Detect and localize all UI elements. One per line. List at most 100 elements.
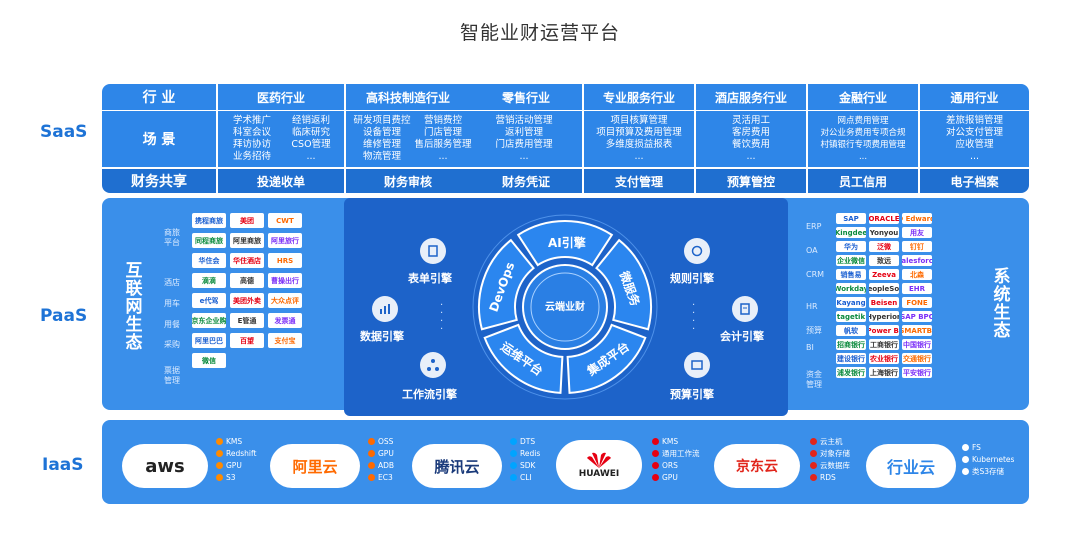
internet-logo: e代驾 xyxy=(192,293,226,308)
finance-budget[interactable]: 预算管控 xyxy=(696,169,806,193)
industry-cloud-services: FS Kubernetes 类S3存储 xyxy=(962,442,1014,478)
system-logo: EHR xyxy=(902,283,932,294)
industry-row-label: 行 业 xyxy=(102,84,216,110)
internet-logo: 美团外卖 xyxy=(230,293,264,308)
system-logo: 帆软 xyxy=(836,325,866,336)
system-logo: Power BI xyxy=(869,325,899,336)
internet-logo: 百望 xyxy=(230,333,264,348)
category-meal: 用餐 xyxy=(164,320,180,329)
internet-ecosystem-title: 互联网生态 xyxy=(125,261,143,353)
scene-professional: 项目核算管理 项目预算及费用管理 多维度损益报表 ... xyxy=(584,111,694,167)
form-engine-label[interactable]: 表单引擎 xyxy=(408,272,452,285)
accounting-engine-label[interactable]: 会计引擎 xyxy=(720,330,764,343)
industry-hightech[interactable]: 高科技制造行业 xyxy=(346,84,470,110)
category-car: 用车 xyxy=(164,299,180,308)
internet-logo: 美团 xyxy=(230,213,264,228)
tencent-cloud-logo[interactable]: 腾讯云 xyxy=(412,444,502,488)
internet-logo: 携程商旅 xyxy=(192,213,226,228)
internet-logo: 发票通 xyxy=(268,313,302,328)
category-treasury: 资金管理 xyxy=(806,370,822,389)
category-bi: BI xyxy=(806,343,814,352)
ring-segment xyxy=(566,323,647,394)
system-logo: 农业银行 xyxy=(869,353,899,364)
accounting-engine-icon xyxy=(732,296,758,322)
internet-logo: HRS xyxy=(268,253,302,268)
data-engine-label[interactable]: 数据引擎 xyxy=(360,330,404,343)
scene-finance: 网点费用管理 对公业务费用专项合规 村镇银行专项费用管理 ... xyxy=(808,111,918,167)
system-logo: 工商银行 xyxy=(869,339,899,350)
ring-segment xyxy=(478,238,535,331)
industry-pharma[interactable]: 医药行业 xyxy=(218,84,344,110)
system-logo: 销售易 xyxy=(836,269,866,280)
aws-logo[interactable]: aws xyxy=(122,444,208,488)
internet-logo: 阿里商旅 xyxy=(230,233,264,248)
system-logo: 用友 xyxy=(902,227,932,238)
internet-logo: 微信 xyxy=(192,353,226,368)
workflow-engine-label[interactable]: 工作流引擎 xyxy=(402,388,457,401)
category-crm: CRM xyxy=(806,270,825,279)
paas-layer-label: PaaS xyxy=(40,306,88,326)
finance-audit[interactable]: 财务审核 xyxy=(346,169,470,193)
system-logo: Kingdee xyxy=(836,227,866,238)
system-logo: SAP BPC xyxy=(902,311,932,322)
industry-professional[interactable]: 专业服务行业 xyxy=(584,84,694,110)
finance-credit[interactable]: 员工信用 xyxy=(808,169,918,193)
finance-archive[interactable]: 电子档案 xyxy=(920,169,1029,193)
system-logo: SMARTBI xyxy=(902,325,932,336)
internet-logo: 滴滴 xyxy=(192,273,226,288)
system-logo: 泛微 xyxy=(869,241,899,252)
industry-general[interactable]: 通用行业 xyxy=(920,84,1029,110)
huawei-logo[interactable]: HUAWEI xyxy=(556,440,642,490)
jd-cloud-logo[interactable]: 京东云 xyxy=(714,444,800,488)
scene-pharma: 学术推广 科室会议 拜访协访 业务招待 经销返利 临床研究 CSO管理 ... xyxy=(218,111,344,167)
form-engine-icon xyxy=(420,238,446,264)
ring-segment xyxy=(595,238,652,331)
rule-engine-icon xyxy=(684,238,710,264)
system-logo: SAP xyxy=(836,213,866,224)
saas-layer-label: SaaS xyxy=(40,122,88,142)
huawei-services: KMS 通用工作流 ORS GPU xyxy=(652,436,700,484)
aliyun-logo[interactable]: 阿里云 xyxy=(270,444,360,488)
finance-voucher[interactable]: 财务凭证 xyxy=(470,169,582,193)
workflow-engine-icon xyxy=(420,352,446,378)
budget-engine-icon xyxy=(684,352,710,378)
system-logo: 招商银行 xyxy=(836,339,866,350)
internet-logo: 阿里巴巴 xyxy=(192,333,226,348)
scene-row-label: 场 景 xyxy=(102,111,216,167)
category-erp: ERP xyxy=(806,222,822,231)
category-purchase: 采购 xyxy=(164,340,180,349)
budget-engine-label[interactable]: 预算引擎 xyxy=(670,388,714,401)
rule-engine-label[interactable]: 规则引擎 xyxy=(670,272,714,285)
finance-row-label: 财务共享 xyxy=(102,169,216,193)
tencent-services: DTS Redis SDK CLI xyxy=(510,436,540,484)
category-oa: OA xyxy=(806,246,818,255)
system-logo: 浦发银行 xyxy=(836,367,866,378)
aliyun-services: OSS GPU ADB EC3 xyxy=(368,436,394,484)
system-logo: 北森 xyxy=(902,269,932,280)
industry-finance[interactable]: 金融行业 xyxy=(808,84,918,110)
system-logo: Workday xyxy=(836,283,866,294)
left-dots: ···· xyxy=(440,300,444,335)
internet-logo: 曹操出行 xyxy=(268,273,302,288)
system-logo: Yonyou xyxy=(869,227,899,238)
internet-logo: 华住酒店 xyxy=(230,253,264,268)
page-title: 智能业财运营平台 xyxy=(459,22,620,44)
system-logo: 致远 xyxy=(869,255,899,266)
industry-retail[interactable]: 零售行业 xyxy=(470,84,582,110)
ring-ai-engine[interactable]: AI引擎 xyxy=(548,236,586,250)
jd-services: 云主机 对象存储 云数据库 RDS xyxy=(810,436,850,484)
system-logo: 钉钉 xyxy=(902,241,932,252)
system-logo: 建设银行 xyxy=(836,353,866,364)
core-ring-diagram xyxy=(472,214,658,400)
industry-hotel[interactable]: 酒店服务行业 xyxy=(696,84,806,110)
scene-hotel: 灵活用工 客房费用 餐饮费用 ... xyxy=(696,111,806,167)
internet-logo: CWT xyxy=(268,213,302,228)
system-logo: Beisen xyxy=(869,297,899,308)
finance-receipt[interactable]: 投递收单 xyxy=(218,169,344,193)
internet-logo: 高德 xyxy=(230,273,264,288)
industry-cloud-logo[interactable]: 行业云 xyxy=(866,444,956,488)
finance-payment[interactable]: 支付管理 xyxy=(584,169,694,193)
system-logo: Kayang xyxy=(836,297,866,308)
data-engine-icon xyxy=(372,296,398,322)
category-hr: HR xyxy=(806,302,818,311)
